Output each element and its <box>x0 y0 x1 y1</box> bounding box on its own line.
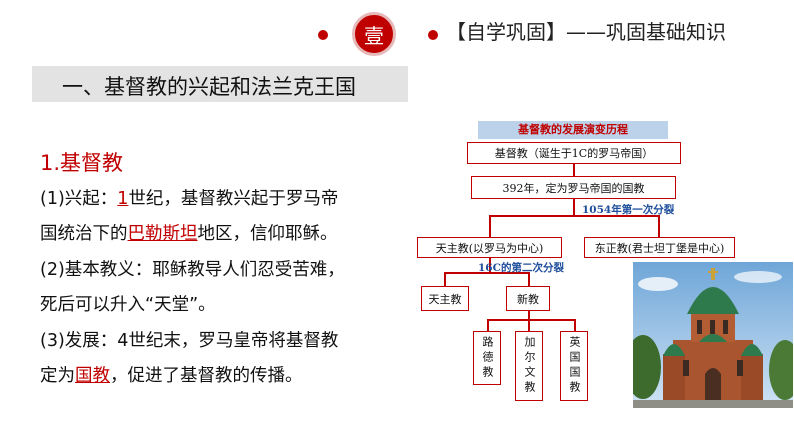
banner-dot-right <box>428 30 438 40</box>
banner-title: 【自学巩固】——巩固基础知识 <box>446 20 726 44</box>
first-split-label: 1054年第一次分裂 <box>582 204 675 216</box>
connector <box>489 215 491 237</box>
connector <box>489 215 659 217</box>
node-catholic-leaf: 天主教 <box>421 286 469 311</box>
second-split-label: 16C的第二次分裂 <box>478 262 564 274</box>
rise-century-answer: 1 <box>117 189 129 209</box>
connector <box>487 319 489 331</box>
connector <box>444 272 529 274</box>
connector <box>528 319 530 331</box>
church-photo <box>633 262 793 408</box>
node-protestantism: 新教 <box>506 286 550 311</box>
connector <box>528 311 530 319</box>
section-number-badge: 壹 <box>352 12 396 56</box>
diagram-title: 基督教的发展演变历程 <box>478 121 668 139</box>
node-christianity-origin: 基督教（诞生于1C的罗马帝国） <box>467 142 681 164</box>
doctrine-line-1: (2)基本教义：耶稣教导人们忍受苦难， <box>40 260 345 280</box>
node-anglicanism: 英国国教 <box>560 331 588 401</box>
connector <box>528 272 530 286</box>
rise-line-1: (1)兴起：1世纪，基督教兴起于罗马帝 <box>40 189 339 209</box>
development-line-1: (3)发展：4世纪末，罗马皇帝将基督教 <box>40 331 339 351</box>
node-lutheranism: 路德教 <box>473 331 501 385</box>
connector <box>574 319 576 331</box>
section-heading-text: 一、基督教的兴起和法兰克王国 <box>62 75 356 99</box>
doctrine-line-2: 死后可以升入“天堂”。 <box>40 295 216 315</box>
connector <box>489 258 491 272</box>
topic-subtitle: 1.基督教 <box>40 151 124 175</box>
node-calvinism: 加尔文教 <box>515 331 543 401</box>
node-orthodox: 东正教(君士坦丁堡是中心) <box>584 237 735 258</box>
state-religion-answer: 国教 <box>75 366 110 386</box>
node-state-religion: 392年，定为罗马帝国的国教 <box>471 176 676 199</box>
node-catholicism: 天主教(以罗马为中心) <box>417 237 562 258</box>
development-line-2: 定为国教，促进了基督教的传播。 <box>40 366 303 386</box>
rise-place-answer: 巴勒斯坦 <box>127 224 198 244</box>
rise-line-2: 国统治下的巴勒斯坦地区，信仰耶稣。 <box>40 224 338 244</box>
section-heading: 一、基督教的兴起和法兰克王国 <box>32 66 408 102</box>
connector <box>444 272 446 286</box>
connector <box>487 319 575 321</box>
connector <box>573 164 575 176</box>
connector <box>573 199 575 215</box>
banner-dot-left <box>318 30 328 40</box>
connector <box>658 215 660 237</box>
